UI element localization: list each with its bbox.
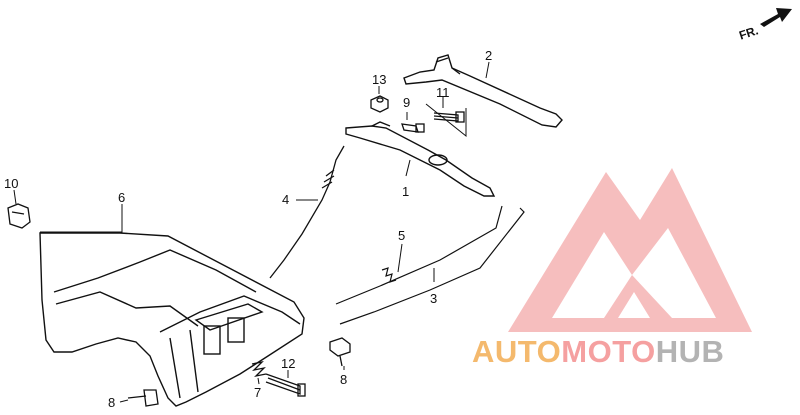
callout-10: 10 [4, 176, 19, 191]
callout-13: 13 [372, 72, 387, 87]
leader-lines [13, 61, 490, 403]
callout-8-bottom: 8 [108, 395, 116, 410]
callout-8-right: 8 [340, 372, 348, 387]
callout-7: 7 [254, 385, 262, 400]
part-5-spring [381, 267, 397, 283]
front-direction-arrow-icon [760, 8, 792, 27]
watermark-logo-text: AUTOMOTOHUB [472, 334, 724, 370]
callout-9: 9 [403, 95, 411, 110]
watermark-part-hub: HUB [655, 334, 725, 369]
part-10-clip [7, 203, 31, 229]
part-7-spring [251, 360, 267, 378]
callout-5: 5 [398, 228, 406, 243]
part-1-bracket [345, 121, 496, 197]
watermark-part-auto: AUTO [472, 334, 562, 369]
callout-1: 1 [402, 184, 410, 199]
part-13-nut [370, 95, 389, 113]
part-12-bolt [265, 373, 306, 397]
callout-6: 6 [118, 190, 126, 205]
part-4-cable [269, 145, 345, 279]
part-8-bolt-bottom [127, 389, 159, 407]
callout-2: 2 [485, 48, 493, 63]
watermark-logo-icon [508, 168, 752, 332]
part-3-rod [335, 205, 525, 325]
part-2-bracket [403, 54, 563, 128]
part-8-bolt-right [329, 337, 351, 367]
callout-11: 11 [436, 85, 450, 100]
callout-12: 12 [281, 356, 296, 371]
part-9-bolt [401, 123, 425, 133]
watermark-part-moto: MOTO [561, 334, 656, 369]
callout-4: 4 [282, 192, 290, 207]
callout-3: 3 [430, 291, 438, 306]
part-6-cover [39, 232, 305, 407]
